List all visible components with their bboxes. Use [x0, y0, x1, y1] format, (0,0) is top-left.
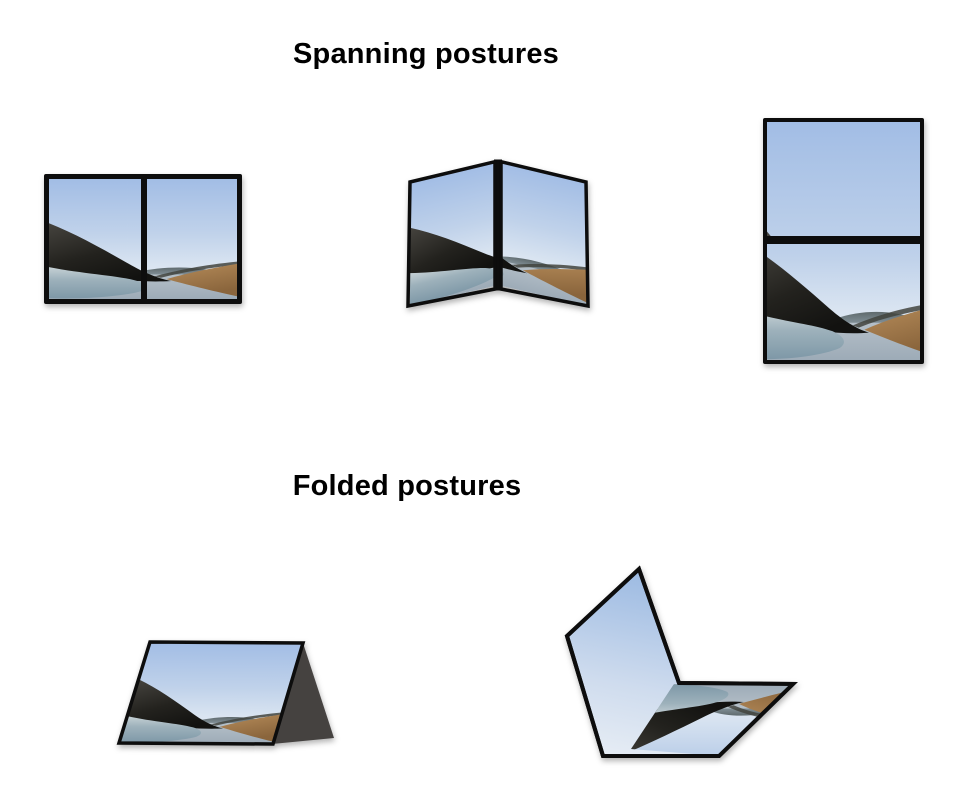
device-dual-portrait-image — [763, 118, 924, 364]
screen-seam — [141, 179, 147, 299]
display-bezel — [564, 565, 798, 758]
device-laptop-image — [564, 565, 798, 758]
screen-seam — [494, 159, 502, 291]
spanning-postures-title: Spanning postures — [292, 38, 560, 70]
screen-right-bezel — [499, 159, 590, 309]
screen-bezel — [116, 640, 306, 746]
screen-left-bezel — [406, 159, 497, 309]
device-back-panel — [272, 643, 334, 744]
device-tent-image — [116, 640, 334, 746]
device-dual-book-image — [406, 159, 590, 309]
folded-postures-title: Folded postures — [292, 470, 522, 502]
device-dual-landscape-image — [44, 174, 242, 304]
